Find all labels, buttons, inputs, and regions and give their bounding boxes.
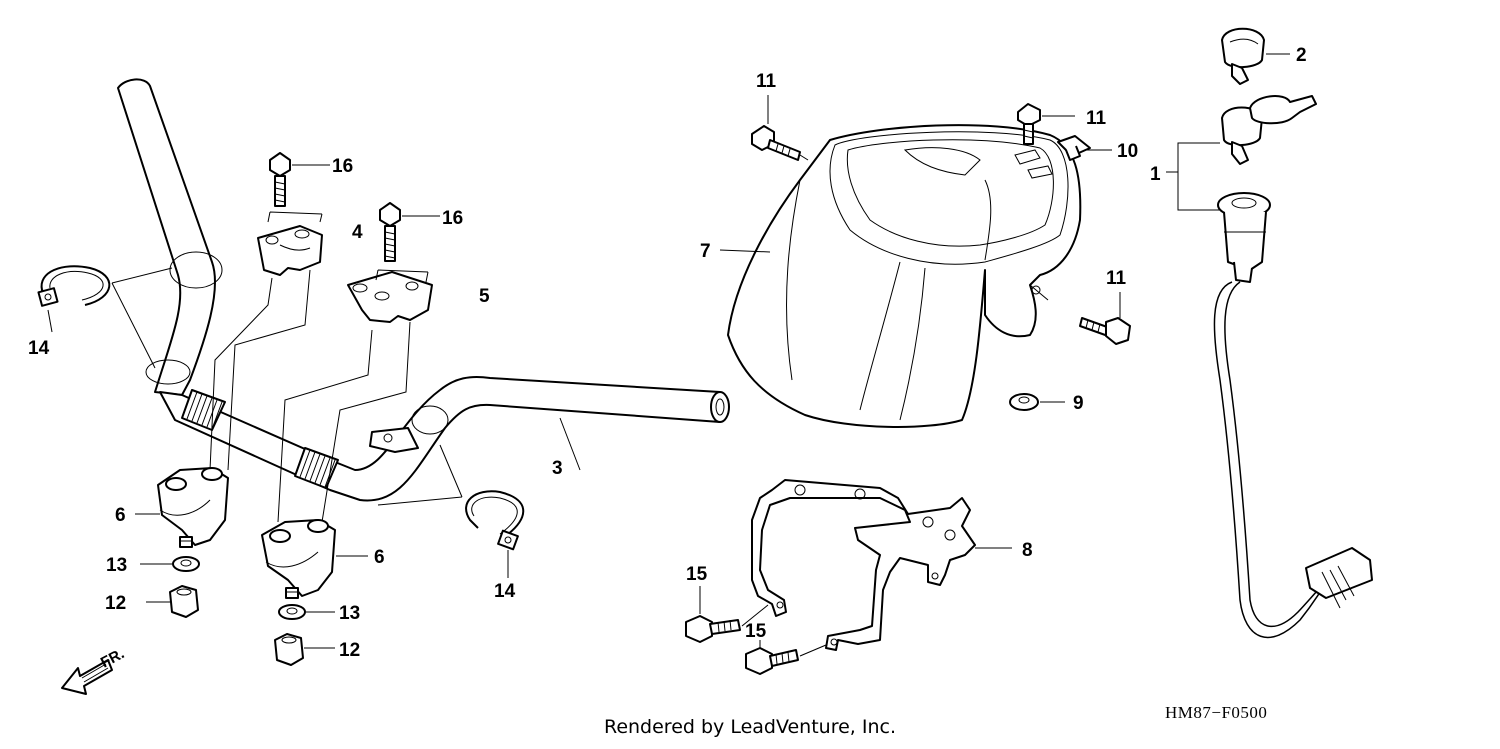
bracket-8[interactable] [751,479,976,651]
diagram-code: HM87−F0500 [1165,703,1267,722]
upper-holder-5[interactable] [347,271,433,323]
upper-holder-4[interactable] [257,225,323,276]
callout-11-top-left: 11 [756,71,777,92]
callout-13-left: 13 [106,555,127,576]
screw-11-right[interactable] [1079,317,1131,345]
callout-6-left: 6 [115,505,126,526]
ignition-switch-1[interactable] [1213,192,1373,639]
knurled-section-left [181,389,226,431]
callout-2: 2 [1296,45,1307,66]
clip-10[interactable] [1057,135,1091,161]
callout-13-right: 13 [339,603,360,624]
washer-9[interactable] [1009,393,1039,411]
callout-4: 4 [352,222,363,243]
lower-holder-6-left[interactable] [157,467,229,548]
screw-11-top-left[interactable] [751,125,801,161]
callout-8: 8 [1022,540,1033,561]
bolt-16-left[interactable] [269,152,291,207]
front-direction-arrow-icon [61,659,113,695]
screw-11-top-middle[interactable] [1017,103,1041,145]
bolt-15-lower[interactable] [745,647,799,675]
callout-9: 9 [1073,393,1084,414]
callout-12-left: 12 [105,593,126,614]
band-clip-right[interactable] [465,490,525,551]
callout-7: 7 [700,241,711,262]
callout-14-right: 14 [494,581,516,602]
callout-16-left: 16 [332,156,353,177]
nut-12-right[interactable] [274,633,304,666]
handlebar-part[interactable] [117,78,730,502]
bolt-16-right[interactable] [379,202,401,262]
band-clip-left[interactable] [37,265,111,307]
callout-3: 3 [552,458,563,479]
washer-13-right[interactable] [278,604,306,620]
knurled-section-right [294,447,339,489]
bolt-15-upper[interactable] [685,615,741,643]
nut-12-left[interactable] [169,585,199,618]
washer-13-left[interactable] [172,556,200,572]
callout-16-right: 16 [442,208,463,229]
key-2[interactable] [1221,27,1265,85]
callout-1: 1 [1150,164,1161,185]
callout-10: 10 [1117,141,1138,162]
callout-14-left: 14 [28,338,50,359]
callout-11-top-middle: 11 [1086,108,1107,129]
lower-holder-6-right[interactable] [261,519,336,599]
callout-11-right: 11 [1106,268,1127,289]
handlebar-cover-7[interactable] [727,124,1082,428]
callout-15-upper: 15 [686,564,708,585]
callout-12-right: 12 [339,640,360,661]
callout-15-lower: 15 [745,621,767,642]
footer-credit: Rendered by LeadVenture, Inc. [603,716,897,738]
callout-6-right: 6 [374,547,385,568]
ignition-key-1[interactable] [1221,95,1317,165]
callout-5: 5 [479,286,490,307]
